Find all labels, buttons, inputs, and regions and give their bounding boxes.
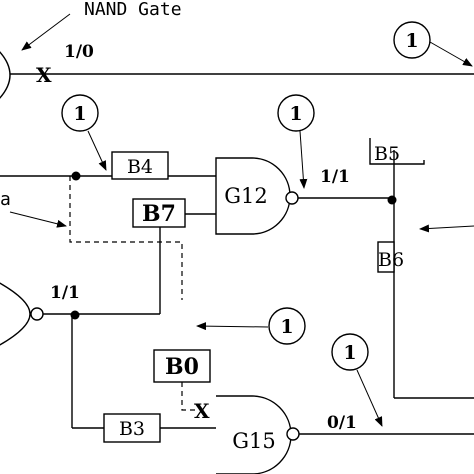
value-circle-top-right xyxy=(393,21,431,59)
box-b5 xyxy=(369,138,425,165)
fault-value-g12: 1/1 xyxy=(320,167,350,187)
fault-value-g15: 0/1 xyxy=(327,413,357,433)
fault-value-left: 1/1 xyxy=(50,283,80,303)
value-circle-top-right-label: 1 xyxy=(405,30,418,52)
nand-annotation-arrow xyxy=(21,13,71,51)
arrow-to-right-wire xyxy=(419,224,474,233)
dashed-path-lower xyxy=(181,382,196,411)
junction-dot-g12 xyxy=(387,195,397,205)
box-b5-label: B5 xyxy=(374,143,400,165)
left-gate-body xyxy=(0,282,31,346)
value-circle-g15 xyxy=(331,333,369,371)
junction-dot-b4 xyxy=(71,171,81,181)
box-b3-label: B3 xyxy=(119,418,145,440)
value-circle-g12-label: 1 xyxy=(289,103,302,125)
box-b4 xyxy=(111,151,169,180)
value-circle-g12 xyxy=(277,94,315,132)
box-b0-label: B0 xyxy=(165,354,199,380)
nand-gate-annotation: NAND Gate xyxy=(84,0,182,20)
gate-g15-bubble xyxy=(286,427,300,441)
fault-value-top: 1/0 xyxy=(64,42,94,62)
gate-g12-bubble xyxy=(285,191,299,205)
arrow-top-right xyxy=(429,41,473,67)
arrow-to-g15-output xyxy=(356,369,383,427)
top-left-gate-edge xyxy=(0,51,11,99)
arrow-to-g12-output xyxy=(299,130,308,189)
box-b0 xyxy=(153,349,211,383)
value-circle-b4 xyxy=(61,94,99,132)
box-b7 xyxy=(132,198,186,228)
gate-g15-label: G15 xyxy=(232,429,276,453)
fault-x-mark-g15: X xyxy=(194,399,210,423)
left-gate-bubble xyxy=(30,307,44,321)
box-b7-label: B7 xyxy=(142,201,176,227)
box-b3 xyxy=(103,413,161,443)
box-b6-label: B6 xyxy=(378,249,404,271)
dashed-path-upper xyxy=(69,176,183,300)
box-b6 xyxy=(377,241,395,273)
value-circle-b4-label: 1 xyxy=(73,103,86,125)
arrow-to-dashed-path xyxy=(9,211,67,228)
value-circle-b0-label: 1 xyxy=(280,316,293,338)
value-circle-b0 xyxy=(268,307,306,345)
value-circle-g15-label: 1 xyxy=(343,342,356,364)
arrow-to-b0 xyxy=(196,322,269,331)
box-b4-label: B4 xyxy=(127,156,153,178)
left-annotation-a: a xyxy=(0,189,11,210)
arrow-to-b4 xyxy=(87,130,107,171)
fault-x-mark-top: X xyxy=(36,63,52,87)
gate-g12-label: G12 xyxy=(224,184,268,208)
junction-dot-left xyxy=(70,310,80,320)
